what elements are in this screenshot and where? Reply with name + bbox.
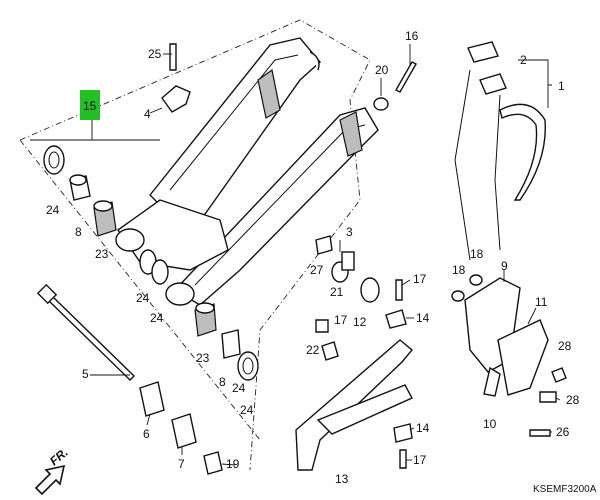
callout-14b: 14 [416, 421, 430, 435]
bolt-25 [169, 43, 177, 71]
drive-chain [454, 41, 546, 261]
callout-19: 19 [226, 457, 240, 471]
pivot-bearing-stack [43, 145, 259, 381]
callout-1: 1 [558, 79, 565, 93]
bolt-28a [551, 367, 567, 383]
callout-24c: 24 [150, 311, 164, 325]
callout-17a: 17 [413, 272, 427, 286]
callout-26: 26 [556, 425, 570, 439]
highlight-box [80, 90, 100, 120]
callout-9: 9 [501, 259, 508, 273]
callout-18a: 18 [452, 263, 466, 277]
callout-20: 20 [375, 63, 389, 77]
bolt-26 [529, 429, 551, 437]
bolt-17b [315, 319, 329, 333]
bolt-27 [315, 235, 333, 255]
callout-14a: 14 [416, 311, 430, 325]
callout-22: 22 [306, 343, 320, 357]
collar-7 [171, 413, 197, 449]
callout-8a: 8 [75, 225, 82, 239]
nut-22 [321, 341, 339, 361]
callout-17b: 17 [334, 313, 348, 327]
nut-18b [469, 274, 483, 286]
callout-10: 10 [483, 417, 497, 431]
callout-23b: 23 [196, 351, 210, 365]
callout-3: 3 [346, 225, 353, 239]
callout-labels: 1 2 3 4 5 6 7 8 8 9 10 11 12 13 14 14 16… [46, 29, 580, 486]
callout-16: 16 [405, 29, 419, 43]
callout-18b: 18 [470, 247, 484, 261]
bolt-16 [395, 61, 417, 93]
callout-11: 11 [535, 295, 548, 309]
chain-slider [295, 339, 413, 471]
callout-28a: 28 [558, 339, 572, 353]
pivot-bolt [36, 283, 135, 381]
bolt-17a [395, 279, 403, 301]
front-direction-arrow: FR. [34, 445, 71, 496]
washer-20 [373, 97, 389, 111]
callout-4: 4 [144, 107, 151, 121]
callout-28b: 28 [566, 393, 580, 407]
callout-7: 7 [178, 457, 185, 471]
callout-15: 15 [83, 99, 97, 113]
callout-13: 13 [335, 472, 349, 486]
diagram-code: KSEMF3200A [533, 484, 597, 495]
callout-24b: 24 [136, 291, 150, 305]
callout-25: 25 [148, 47, 162, 61]
nut-18a [451, 290, 465, 302]
callout-5: 5 [82, 367, 89, 381]
callout-24a: 24 [46, 203, 60, 217]
callout-23a: 23 [95, 247, 109, 261]
callout-6: 6 [143, 427, 150, 441]
chain-guide [464, 277, 549, 397]
collar-3 [341, 251, 355, 271]
callout-17c: 17 [413, 453, 427, 467]
highlighted-callout-15[interactable]: 15 [80, 90, 100, 120]
callout-24e: 24 [240, 403, 254, 417]
callout-2: 2 [520, 53, 527, 67]
nut-19 [203, 451, 223, 475]
direction-label: FR. [47, 445, 71, 468]
collar-14a [385, 309, 407, 329]
callout-24d: 24 [232, 381, 246, 395]
callout-8b: 8 [219, 375, 226, 389]
leader-lines [90, 44, 561, 466]
swingarm [115, 37, 379, 306]
bolt-17c [399, 449, 407, 469]
bolt-28b [539, 391, 557, 403]
callout-27: 27 [310, 263, 324, 277]
collar-6 [139, 381, 165, 417]
callout-12: 12 [353, 315, 367, 329]
callout-21: 21 [330, 285, 344, 299]
collar-14b [393, 423, 413, 443]
clamp-4 [161, 85, 191, 113]
roller-12 [360, 277, 380, 303]
